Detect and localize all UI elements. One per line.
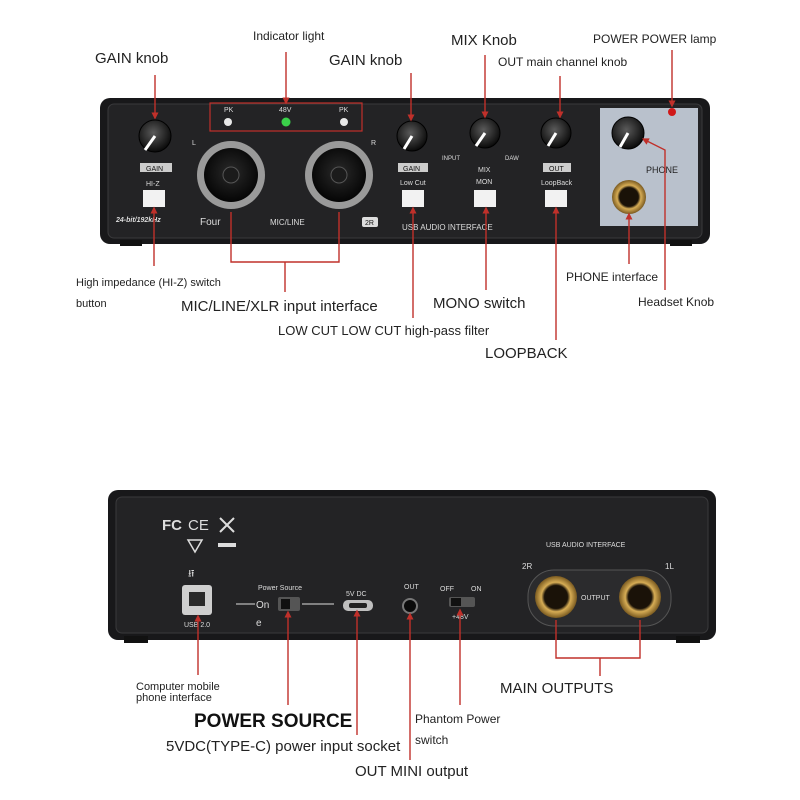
lowcut-label: Low Cut [400,180,426,187]
back-usb-title: USB AUDIO INTERFACE [546,542,626,549]
r-label: R [371,140,376,147]
on-label: On [256,600,269,611]
callout-loopback: LOOPBACK [485,345,568,362]
2r-label: 2R [522,562,532,571]
hiz-label: HI-Z [146,181,160,188]
daw-label: DAW [505,156,519,162]
input-label: INPUT [442,156,460,162]
weee-bar [218,543,236,547]
usb20-label: USB 2.0 [184,622,210,629]
hiz-button[interactable] [143,190,165,207]
out-mini-label: OUT [404,584,420,591]
e-label: e [256,618,262,629]
ce-mark: CE [188,517,209,534]
output-label: OUTPUT [581,595,611,602]
power-lamp [668,108,676,116]
weee-icon [219,517,235,533]
callout-phone-iface: PHONE interface [566,270,659,284]
callout-arrows [150,50,676,760]
lowcut-button[interactable] [402,190,424,207]
usb-b-inner [189,592,205,606]
callout-phantom-line1: Phantom Power [415,712,501,726]
badge-label: 2R [365,220,374,227]
xlr-right-center [330,166,348,184]
loopback-button[interactable] [545,190,567,207]
phone-jack[interactable] [612,180,646,214]
gain2-label: GAIN [403,166,420,173]
phone-label: PHONE [646,165,678,175]
on2-label: ON [471,586,482,593]
brand-label: Four [200,217,221,228]
phantom-switch-knob [451,598,461,606]
dc-label: 5V DC [346,591,367,598]
back-foot-left [124,636,148,643]
48v-label: 48V [279,107,292,114]
out-label: OUT [549,166,565,173]
gain1-label: GAIN [146,166,163,173]
out-knob-pointer [546,132,558,147]
callout-phantom-line2: switch [415,733,449,747]
back-foot-right [676,636,700,643]
gain2-plate [398,163,428,172]
bracket-main-out [555,620,641,659]
back-device: FC CE ⭿ USB 2.0 Power Source On e 5V DC … [108,490,716,643]
1l-label: 1L [665,562,674,571]
48v-led [281,117,291,127]
typec-inner [349,603,367,608]
callout-dc-socket: 5VDC(TYPE-C) power input socket [166,738,401,755]
gain-knob-1-pointer [143,135,157,151]
callout-headset: Headset Knob [638,295,715,309]
callout-xlr: MIC/LINE/XLR input interface [181,298,378,315]
badge-plate [362,217,378,227]
mix-knob-pointer [474,132,487,147]
callout-gain-knob-1: GAIN knob [95,50,169,67]
callout-mono: MONO switch [433,295,526,312]
power-source-label: Power Source [258,585,302,592]
bitrate-label: 24-bit/192kHz [115,217,161,224]
callout-out-mini: OUT MINI output [355,763,469,780]
front-foot-left [120,240,142,246]
callout-indicator-light: Indicator light [253,29,325,43]
headset-knob-pointer [618,132,630,148]
callout-hiz-line1: High impedance (HI-Z) switch [76,277,221,289]
usb-iface-label: USB AUDIO INTERFACE [402,223,493,232]
l-label: L [192,140,196,147]
power-switch-knob [281,599,290,609]
callout-out-main: OUT main channel knob [498,55,628,69]
mon-label: MON [476,179,492,186]
off-label: OFF [440,586,454,593]
mic-line-label: MIC/LINE [270,218,305,227]
callout-computer-line1: Computer mobile [136,681,220,693]
mix-label: MIX [478,167,491,174]
usb-icon: ⭿ [188,569,194,580]
front-device: PK 48V PK GAIN L HI-Z 24-bit/192kHz R Fo… [100,98,710,246]
loopback-label: LoopBack [541,180,573,187]
pk-right-led [340,118,348,126]
fc-mark: FC [162,517,182,534]
rcm-icon [186,539,204,554]
gain-knob-2-pointer [402,135,414,150]
pk-left-label: PK [224,107,234,114]
callout-gain-knob-2: GAIN knob [329,52,403,69]
mono-button[interactable] [474,190,496,207]
callout-mix-knob: MIX Knob [451,32,517,49]
pk-right-label: PK [339,107,349,114]
output-2r-jack[interactable] [535,576,577,618]
callout-lowcut: LOW CUT LOW CUT high-pass filter [278,323,490,338]
front-foot-right [670,240,692,246]
arrow-headset [641,138,666,290]
output-1l-jack[interactable] [619,576,661,618]
callout-power-lamp: POWER POWER lamp [593,32,717,46]
callout-power-source: POWER SOURCE [194,711,353,732]
xlr-left-center [222,166,240,184]
gain1-plate [140,163,172,172]
out-plate [543,163,571,172]
callout-computer-line2: phone interface [136,692,212,704]
pk-left-led [224,118,232,126]
out-mini-jack[interactable] [402,598,418,614]
callout-hiz-line2: button [76,298,107,310]
callout-main-outputs: MAIN OUTPUTS [500,680,614,697]
